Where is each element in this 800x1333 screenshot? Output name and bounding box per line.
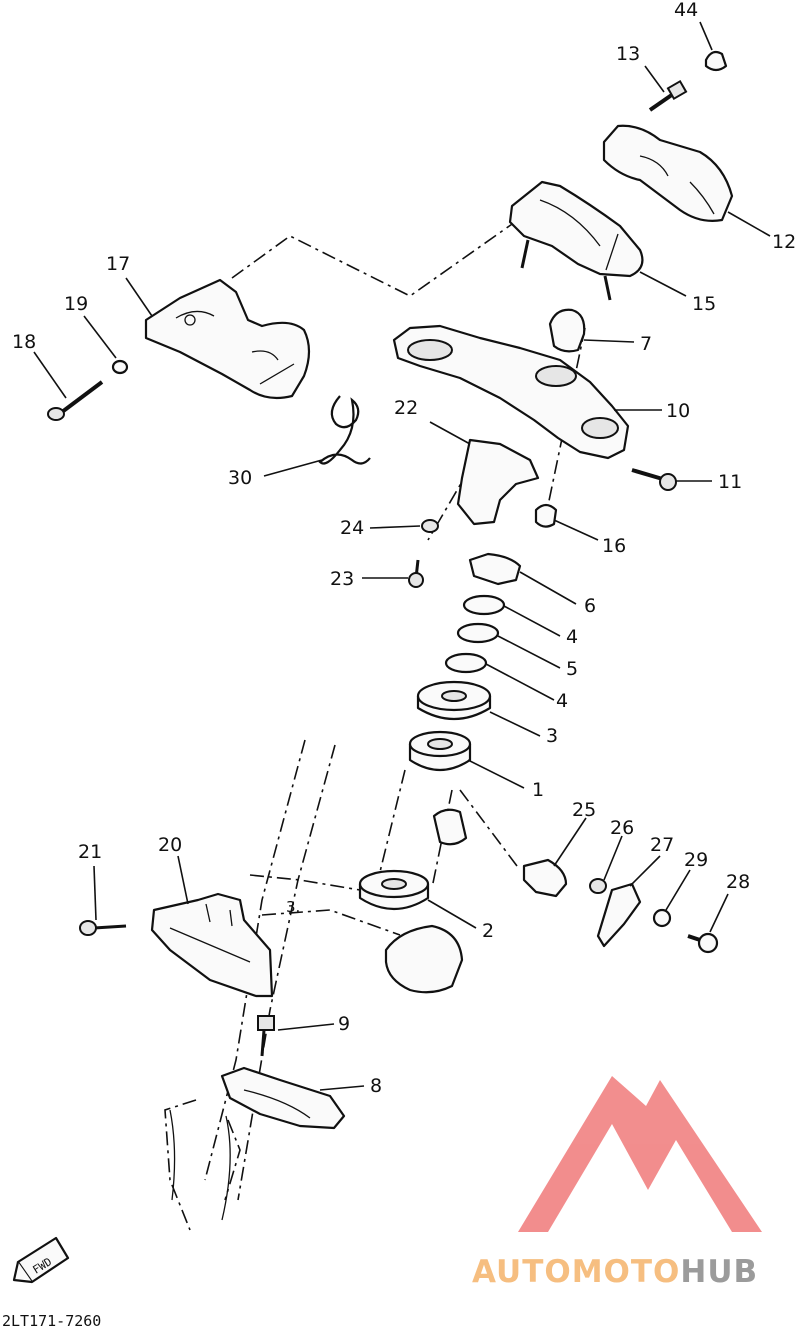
part-11-bolt [631,468,677,491]
leader-lines [33,21,771,1091]
automotohub-logo: AUTOMOTOHUB [472,1076,762,1290]
part-27-cover-plate [596,882,642,948]
part-1-bearing [408,730,472,771]
part-23-bolt [408,559,424,588]
part-25-steering-lock [522,858,568,898]
callout-44: 44 [674,0,698,21]
callout-labels: 1 2 3 4 4 5 6 7 8 9 10 11 12 13 44 15 16… [12,0,796,1097]
part-29-washer [652,908,672,928]
diagram-code: 2LT171-7260 [2,1312,101,1330]
part-28-screw [687,932,719,954]
callout-20: 20 [158,834,182,856]
callout-7: 7 [640,333,652,355]
steering-stem-end [384,924,464,994]
part-13-bolt [648,79,688,112]
part-8-bracket [220,1066,346,1130]
part-15-handle-holder [508,180,644,278]
callout-17: 17 [106,253,130,275]
part-3-bearing [416,680,492,720]
callout-12: 12 [772,231,796,253]
callout-10: 10 [666,400,690,422]
callout-4b: 4 [556,690,568,712]
inline-label-3: 3. [286,898,300,916]
steering-stem-collar [432,808,468,846]
callout-4a: 4 [566,626,578,648]
callout-24: 24 [340,517,364,539]
part-10-crown [392,324,630,460]
callout-18: 18 [12,331,36,353]
part-4-washer-b [444,652,488,674]
callout-16: 16 [602,535,626,557]
part-18-bolt [47,380,104,421]
part-2-bearing [358,869,430,910]
callout-11: 11 [718,471,742,493]
part-20-lower-bracket [150,892,274,998]
part-30-wire-clip [318,395,371,465]
part-17-bracket-plate [144,278,311,400]
fork-tube [169,1109,231,1221]
part-9-bolt [257,1015,275,1057]
part-16-collar [534,503,558,528]
callout-3: 3 [546,725,558,747]
part-4-washer-a [462,594,506,616]
callout-22: 22 [394,397,418,419]
callout-19: 19 [64,293,88,315]
logo-text-orange: AUTOMOTO [472,1254,680,1290]
callout-13: 13 [616,43,640,65]
callout-21: 21 [78,841,102,863]
callout-1: 1 [532,779,544,801]
callout-28: 28 [726,871,750,893]
part-7-damper [548,308,586,353]
callout-26: 26 [610,817,634,839]
part-26-spring [589,878,607,894]
callout-9: 9 [338,1013,350,1035]
callout-6: 6 [584,595,596,617]
callout-2: 2 [482,920,494,942]
part-5-washer [456,622,500,644]
callout-29: 29 [684,849,708,871]
callout-25: 25 [572,799,596,821]
fwd-arrow: FWD [12,1236,70,1284]
part-24-nut [421,519,439,533]
part-22-stay [456,438,540,526]
callout-27: 27 [650,834,674,856]
callout-15: 15 [692,293,716,315]
part-12-upper-bracket [602,124,734,222]
guide-lines [164,221,586,1231]
part-44-cap [704,50,728,72]
logo-mark [518,1076,762,1232]
part-19-washer [111,359,129,375]
callout-23: 23 [330,568,354,590]
callout-8: 8 [370,1075,382,1097]
logo-text-gray: HUB [680,1254,758,1290]
part-6-nut [468,552,522,586]
svg-text:AUTOMOTOHUB: AUTOMOTOHUB [472,1254,758,1290]
part-21-bolt [79,920,127,936]
callout-30: 30 [228,467,252,489]
callout-5: 5 [566,658,578,680]
